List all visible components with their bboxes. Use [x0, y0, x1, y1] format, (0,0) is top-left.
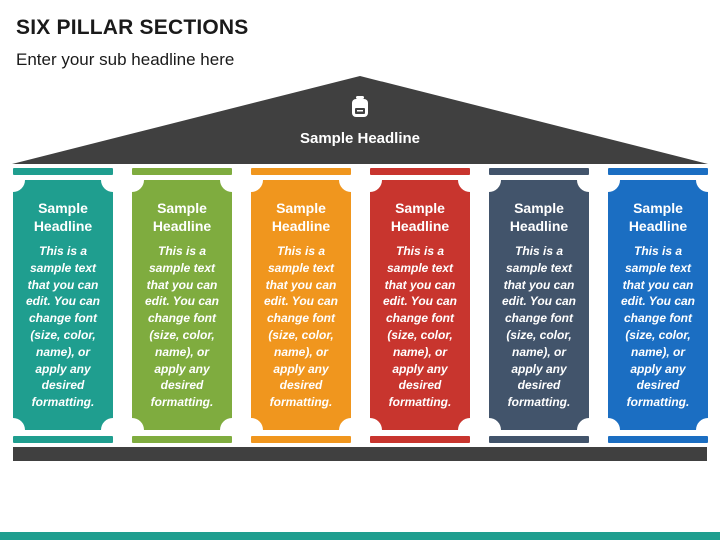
pillar-body-shape	[132, 180, 232, 430]
pillar-body-shape	[608, 180, 708, 430]
pillar-body-shape	[13, 180, 113, 430]
pillar-body-shape	[251, 180, 351, 430]
pillar-shape	[608, 180, 708, 430]
pillar-shape	[13, 180, 113, 430]
page-subtitle: Enter your sub headline here	[16, 50, 235, 69]
pillar-body-shape	[489, 180, 589, 430]
pillar-headline: Sample Headline	[271, 200, 331, 234]
pillar-cap	[13, 168, 113, 175]
pillar-body-shape	[370, 180, 470, 430]
pillar-headline: Sample Headline	[390, 200, 450, 234]
pillar-base	[608, 436, 708, 443]
pillar-headline: Sample Headline	[628, 200, 688, 234]
pillar-headline: Sample Headline	[152, 200, 212, 234]
bottom-accent-bar	[0, 532, 720, 540]
pillar-cap	[489, 168, 589, 175]
pillar-base	[489, 436, 589, 443]
pillar-description: This is a sample text that you can edit.…	[620, 244, 695, 410]
floor-base	[13, 447, 707, 461]
roof-headline: Sample Headline	[299, 130, 421, 147]
pillar-description: This is a sample text that you can edit.…	[25, 244, 100, 410]
pillar-description: This is a sample text that you can edit.…	[501, 244, 576, 410]
pillar-description: This is a sample text that you can edit.…	[263, 244, 338, 410]
pillar-description: This is a sample text that you can edit.…	[144, 244, 219, 410]
page-title: SIX PILLAR SECTIONS	[16, 16, 249, 39]
pillar-shape	[251, 180, 351, 430]
backpack-icon	[352, 96, 368, 117]
pillar-cap	[370, 168, 470, 175]
pillar-base	[370, 436, 470, 443]
roof-triangle	[12, 76, 708, 164]
pillar-cap	[132, 168, 232, 175]
pillar-shape	[370, 180, 470, 430]
pillar-base	[132, 436, 232, 443]
pillar-cap	[251, 168, 351, 175]
pillar-base	[13, 436, 113, 443]
pillar-headline: Sample Headline	[33, 200, 93, 234]
roof	[12, 76, 708, 164]
pillar-shape	[132, 180, 232, 430]
pillar-cap	[608, 168, 708, 175]
pillar-description: This is a sample text that you can edit.…	[382, 244, 457, 410]
pillar-shape	[489, 180, 589, 430]
pillar-base	[251, 436, 351, 443]
pillar-headline: Sample Headline	[509, 200, 569, 234]
